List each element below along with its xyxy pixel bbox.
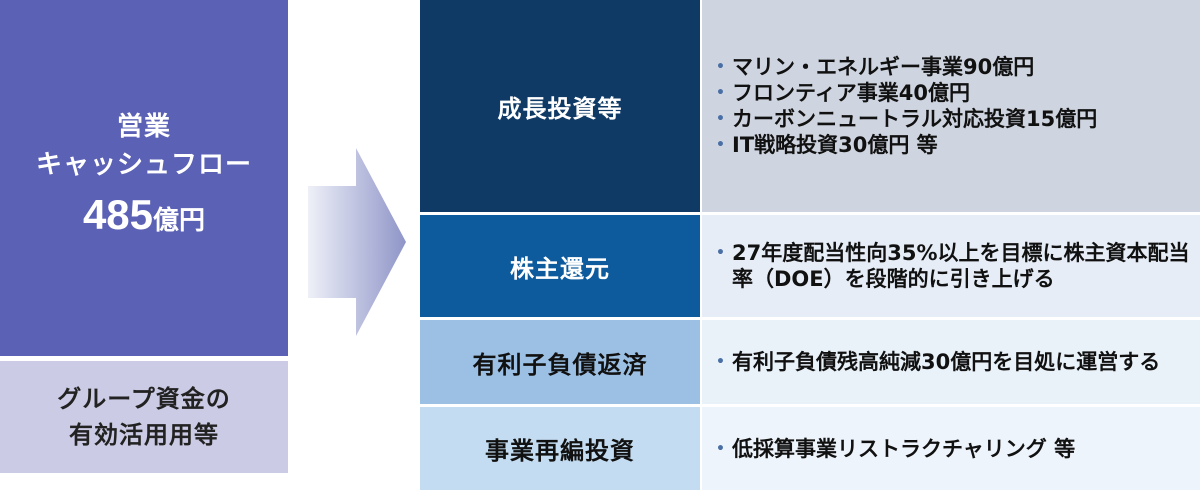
cash-flow-amount: 485億円 [83, 190, 205, 249]
right-arrow-icon [308, 148, 406, 336]
category-debt-repayment: 有利子負債返済 [420, 320, 700, 404]
shareholder-returns-details: 27年度配当性向35%以上を目標に株主資本配当率（DOE）を段階的に引き上げる [702, 215, 1200, 317]
growth-investment-details: マリン・エネルギー事業90億円 フロンティア事業40億円 カーボンニュートラル対… [702, 0, 1200, 212]
list-item: 27年度配当性向35%以上を目標に株主資本配当率（DOE）を段階的に引き上げる [716, 240, 1190, 292]
list-item: 低採算事業リストラクチャリング 等 [716, 436, 1190, 462]
list-item: 有利子負債残高純減30億円を目処に運営する [716, 349, 1190, 375]
category-restructuring-investment: 事業再編投資 [420, 407, 700, 490]
operating-cash-flow-box: 営業 キャッシュフロー 485億円 [0, 0, 288, 356]
list-item: カーボンニュートラル対応投資15億円 [716, 106, 1190, 132]
category-growth-investment: 成長投資等 [420, 0, 700, 212]
list-item: IT戦略投資30億円 等 [716, 132, 1190, 158]
list-item: マリン・エネルギー事業90億円 [716, 54, 1190, 80]
category-shareholder-returns: 株主還元 [420, 215, 700, 317]
group-funds-box: グループ資金の 有効活用用等 [0, 361, 288, 473]
cash-flow-label-line2: キャッシュフロー [35, 149, 252, 180]
cash-flow-amount-number: 485 [82, 190, 154, 238]
restructuring-investment-details: 低採算事業リストラクチャリング 等 [702, 407, 1200, 490]
debt-repayment-details: 有利子負債残高純減30億円を目処に運営する [702, 320, 1200, 404]
cash-flow-amount-unit: 億円 [153, 205, 206, 236]
list-item: フロンティア事業40億円 [716, 80, 1190, 106]
cash-flow-label-line1: 営業 [116, 111, 171, 142]
group-funds-line2: 有効活用用等 [69, 421, 219, 449]
group-funds-line1: グループ資金の [57, 385, 231, 413]
